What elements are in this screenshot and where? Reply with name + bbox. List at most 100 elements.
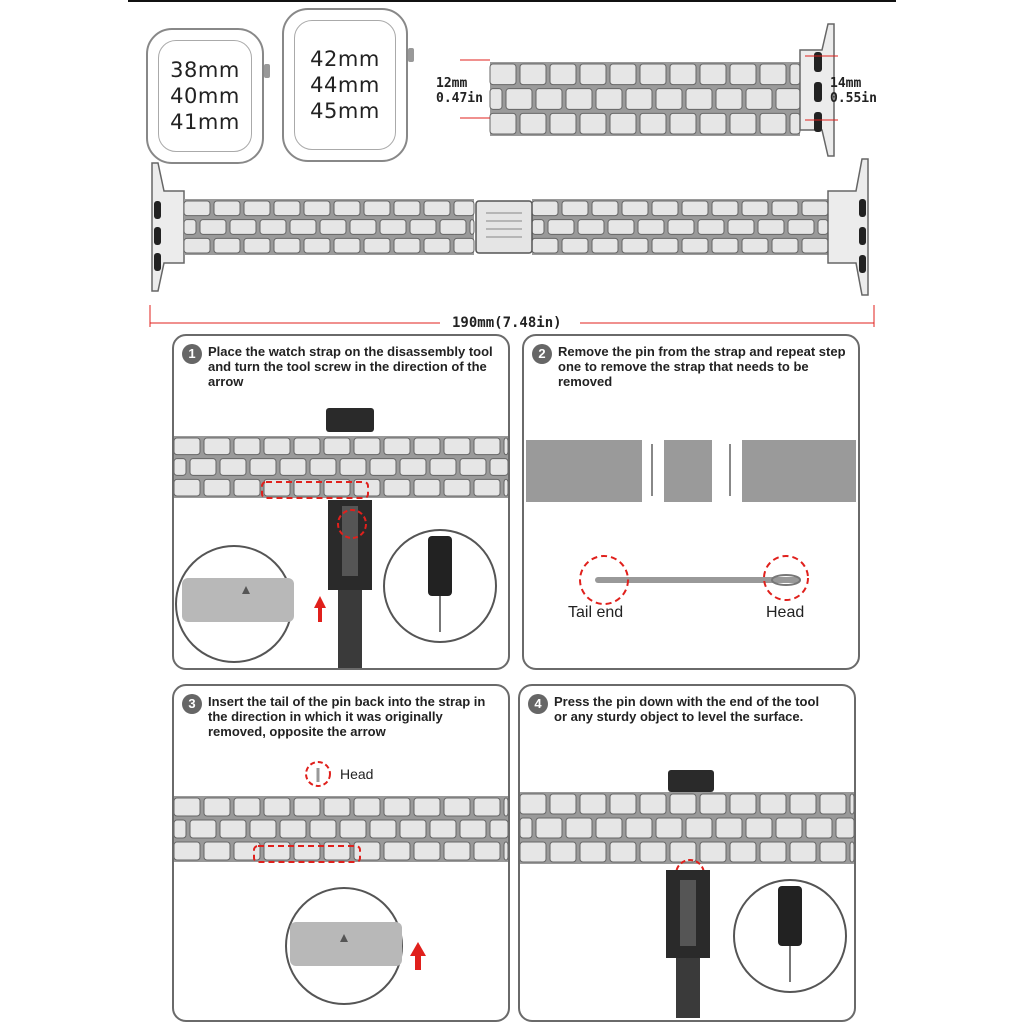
strap-link bbox=[353, 437, 381, 456]
step-4-illustration bbox=[520, 770, 854, 1018]
step-number: 4 bbox=[528, 694, 548, 714]
strap-link bbox=[363, 237, 391, 254]
strap-link bbox=[639, 841, 667, 863]
strap-side-view bbox=[460, 23, 838, 157]
strap-link bbox=[535, 817, 563, 839]
strap-link bbox=[423, 200, 451, 217]
strap-link bbox=[339, 819, 367, 839]
strap-full-view bbox=[149, 158, 875, 327]
strap-link bbox=[715, 817, 743, 839]
strap-link bbox=[263, 478, 291, 497]
strap-link bbox=[183, 219, 197, 235]
tail-end-label: Tail end bbox=[568, 604, 624, 621]
strap-link bbox=[835, 817, 854, 839]
strap-link bbox=[443, 841, 471, 861]
head-label: Head bbox=[766, 604, 805, 621]
strap-link bbox=[409, 219, 437, 235]
strap-link bbox=[453, 200, 475, 217]
strap-link bbox=[249, 458, 277, 476]
strap-link bbox=[667, 219, 695, 235]
strap-link bbox=[174, 478, 201, 497]
strap-link bbox=[503, 797, 508, 817]
strap-link bbox=[413, 437, 441, 456]
strap-link bbox=[393, 237, 421, 254]
strap-link bbox=[711, 200, 739, 217]
strap-link bbox=[293, 437, 321, 456]
strap-link bbox=[535, 88, 563, 110]
step-4-panel: 4 Press the pin down with the end of the… bbox=[518, 684, 856, 1022]
strap-link bbox=[219, 819, 247, 839]
strap-link bbox=[775, 817, 803, 839]
step-instruction: Insert the tail of the pin back into the… bbox=[208, 694, 486, 739]
strap-link bbox=[229, 219, 257, 235]
band-width-label: 12mm 0.47in bbox=[436, 76, 483, 106]
step-number: 2 bbox=[532, 344, 552, 364]
strap-link bbox=[319, 219, 347, 235]
step-1-illustration bbox=[174, 408, 508, 668]
strap-link bbox=[621, 200, 649, 217]
strap-link bbox=[279, 458, 307, 476]
strap-link bbox=[183, 237, 211, 254]
lug-width-mm: 14mm bbox=[830, 76, 862, 91]
strap-link bbox=[685, 88, 713, 110]
length-label: 190mm(7.48in) bbox=[452, 315, 562, 331]
strap-link bbox=[263, 797, 291, 817]
strap-link bbox=[759, 112, 787, 135]
step-3-illustration bbox=[174, 761, 508, 1005]
strap-link bbox=[549, 841, 577, 863]
strap-link bbox=[561, 200, 589, 217]
strap-link bbox=[383, 437, 411, 456]
step-instruction: Remove the pin from the strap and repeat… bbox=[558, 344, 846, 389]
step-number: 3 bbox=[182, 694, 202, 714]
strap-link bbox=[715, 88, 743, 110]
strap-link bbox=[183, 200, 211, 217]
strap-link bbox=[595, 88, 623, 110]
strap-link bbox=[429, 819, 457, 839]
strap-link bbox=[729, 793, 757, 815]
strap-link bbox=[503, 437, 508, 456]
strap-link bbox=[561, 237, 589, 254]
strap-link bbox=[453, 237, 475, 254]
strap-link bbox=[759, 793, 787, 815]
strap-link bbox=[473, 841, 501, 861]
strap-link bbox=[519, 112, 547, 135]
lug-width-in: 0.55in bbox=[830, 91, 877, 106]
strap-link bbox=[565, 817, 593, 839]
strap-link bbox=[459, 819, 487, 839]
strap-link bbox=[489, 458, 508, 476]
strap-link bbox=[549, 793, 577, 815]
strap-link bbox=[549, 63, 577, 86]
strap-link bbox=[174, 458, 187, 476]
strap-link bbox=[637, 219, 665, 235]
strap-link bbox=[681, 237, 709, 254]
strap-link bbox=[174, 841, 201, 861]
strap-link bbox=[609, 793, 637, 815]
strap-link bbox=[233, 478, 261, 497]
strap-link bbox=[174, 797, 201, 817]
strap-link bbox=[303, 200, 331, 217]
strap-link bbox=[443, 437, 471, 456]
strap-link bbox=[789, 112, 801, 135]
strap-link bbox=[699, 841, 727, 863]
strap-link bbox=[805, 817, 833, 839]
strap-link bbox=[579, 63, 607, 86]
strap-link bbox=[789, 63, 801, 86]
strap-link bbox=[323, 478, 351, 497]
strap-link bbox=[520, 841, 547, 863]
strap-link bbox=[609, 112, 637, 135]
size-label: 38mm bbox=[170, 58, 240, 82]
strap-link bbox=[353, 797, 381, 817]
size-label: 44mm bbox=[310, 73, 380, 97]
strap-link bbox=[243, 237, 271, 254]
strap-link bbox=[413, 841, 441, 861]
strap-link bbox=[505, 88, 533, 110]
step-2-panel: 2 Remove the pin from the strap and repe… bbox=[522, 334, 860, 670]
step-1-panel: 1 Place the watch strap on the disassemb… bbox=[172, 334, 510, 670]
strap-link bbox=[745, 88, 773, 110]
strap-link bbox=[263, 437, 291, 456]
strap-link bbox=[727, 219, 755, 235]
strap-link bbox=[531, 237, 559, 254]
strap-link bbox=[801, 237, 829, 254]
strap-link bbox=[729, 841, 757, 863]
strap-link bbox=[273, 237, 301, 254]
